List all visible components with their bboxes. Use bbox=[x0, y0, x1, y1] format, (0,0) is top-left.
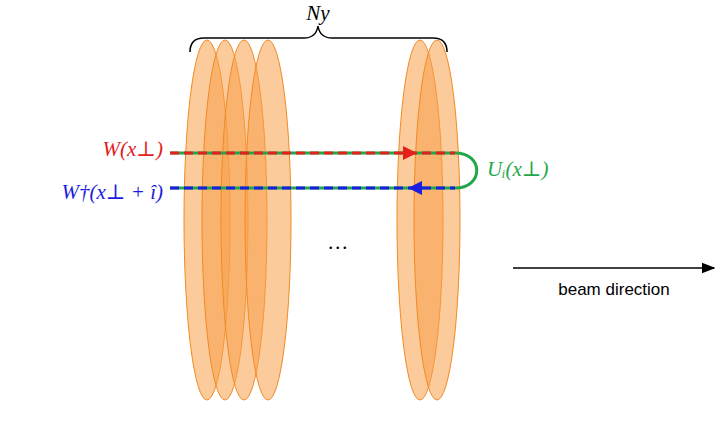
wilson-line-label: W(x⊥) bbox=[102, 138, 163, 161]
beam-arrow bbox=[513, 267, 714, 269]
link-variable bbox=[455, 153, 477, 188]
arrowhead bbox=[403, 146, 417, 160]
link-label: Uᵢ(x⊥) bbox=[487, 158, 549, 181]
count-label: Ny bbox=[306, 2, 329, 25]
wilson-line-label: W†(x⊥ + î) bbox=[61, 181, 163, 204]
nucleus-slices bbox=[184, 40, 460, 400]
ellipsis: … bbox=[329, 231, 348, 254]
axis-label: beam direction bbox=[558, 281, 670, 300]
arrowhead bbox=[408, 181, 422, 195]
